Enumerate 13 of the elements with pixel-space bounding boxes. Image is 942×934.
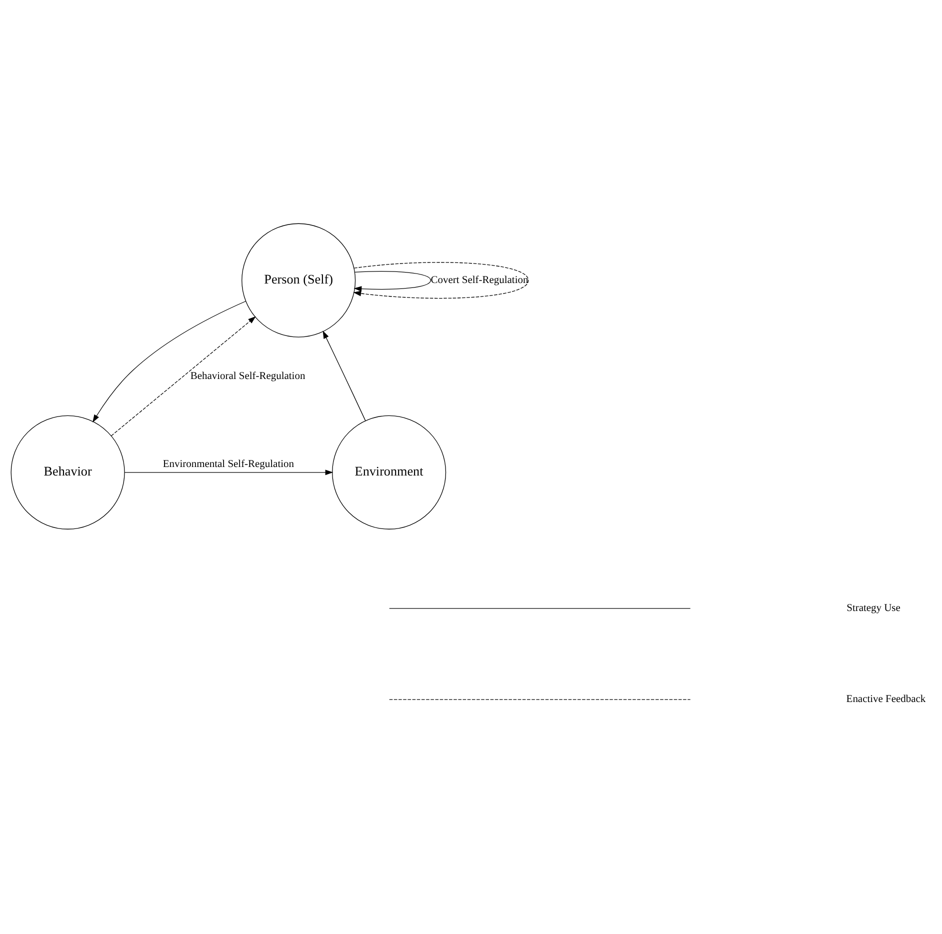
arrow [110,316,256,436]
edge-label: Covert Self-Regulation [430,274,528,286]
edge-label: Behavioral Self-Regulation [190,370,306,382]
arrow [124,469,334,475]
legend-label: Strategy Use [846,602,900,614]
arrow [322,330,366,421]
legend-label: Enactive Feedback [846,694,926,705]
node-circle: Environment [332,414,446,529]
arrow [353,262,529,298]
arrow [92,300,246,422]
edge-label: Environmental Self-Regulation [162,458,294,470]
arrow [354,270,431,292]
node-circle: Person (Self) [242,222,356,337]
